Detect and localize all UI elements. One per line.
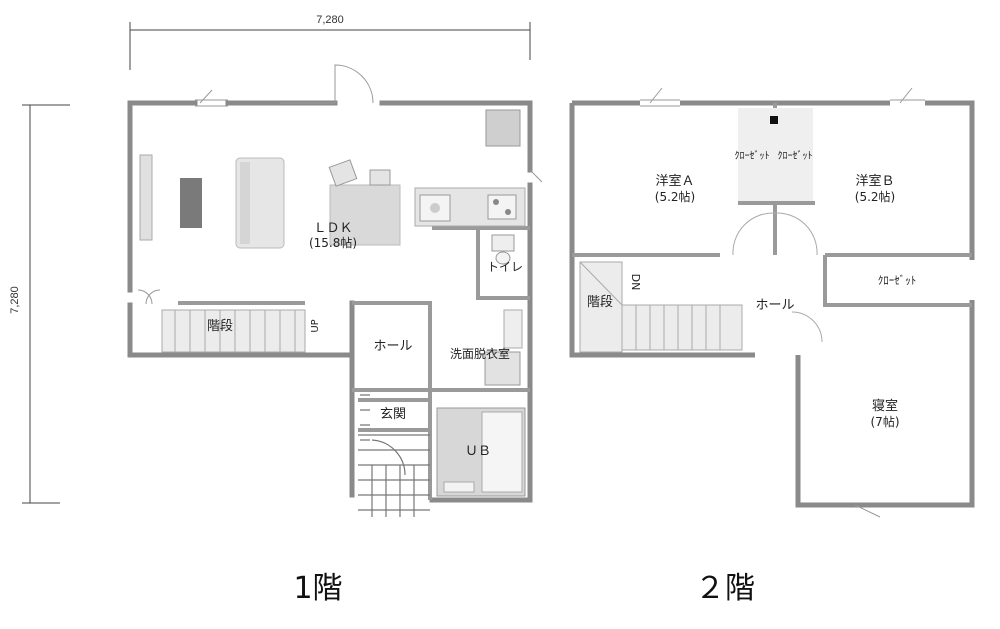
dimension-lines xyxy=(22,22,531,504)
bedroom-label: 寝室 xyxy=(872,398,898,414)
stairs-label-2f: 階段 xyxy=(587,295,613,310)
entrance-tiles xyxy=(358,394,430,517)
ldk-area-label: (15.8帖) xyxy=(309,235,357,250)
room-b-label: 洋室Ｂ xyxy=(855,173,894,189)
floor2-plan xyxy=(569,87,975,518)
floor1-title: 1階 xyxy=(293,571,342,606)
tv-cabinet xyxy=(139,154,153,241)
floor1-plan xyxy=(127,64,543,517)
room-b-area-label: (5.2帖) xyxy=(855,189,895,204)
closet-a-label: ｸﾛｰｾﾞｯﾄ xyxy=(735,150,770,162)
washing-machine xyxy=(484,351,521,386)
bath-label: ＵＢ xyxy=(465,444,491,459)
floor1-stairs xyxy=(161,309,306,353)
floor2-stairs xyxy=(579,261,743,353)
dining-table xyxy=(329,184,401,246)
ldk-label: ＬＤＫ xyxy=(313,221,352,236)
floor2-title: ２階 xyxy=(695,571,755,606)
width-dimension: 7,280 xyxy=(316,14,344,26)
bedroom-area-label: (7帖) xyxy=(871,414,900,429)
floor1-interior-walls xyxy=(178,226,530,500)
refrigerator xyxy=(485,109,521,147)
up-label: UP xyxy=(310,319,321,332)
toilet-label: トイレ xyxy=(487,260,523,274)
hall-label-1f: ホール xyxy=(373,339,412,354)
room-a-area-label: (5.2帖) xyxy=(655,189,695,204)
washroom-label: 洗面脱衣室 xyxy=(450,346,510,361)
hall-label-2f: ホール xyxy=(755,298,794,313)
toilet-fixture xyxy=(491,234,515,252)
stairs-label-1f: 階段 xyxy=(207,319,233,334)
entrance-label: 玄関 xyxy=(380,407,406,422)
dining-chair xyxy=(369,169,391,186)
floor2-outer-walls xyxy=(569,100,975,508)
height-dimension: 7,280 xyxy=(9,286,21,314)
rug xyxy=(180,178,202,228)
dining-chair xyxy=(328,159,358,187)
closet-b-label: ｸﾛｰｾﾞｯﾄ xyxy=(778,150,813,162)
room-a-label: 洋室Ａ xyxy=(655,173,694,189)
closet-c-label: ｸﾛｰｾﾞｯﾄ xyxy=(878,274,917,287)
sink-vanity xyxy=(503,309,523,349)
down-label: DN xyxy=(629,274,642,291)
